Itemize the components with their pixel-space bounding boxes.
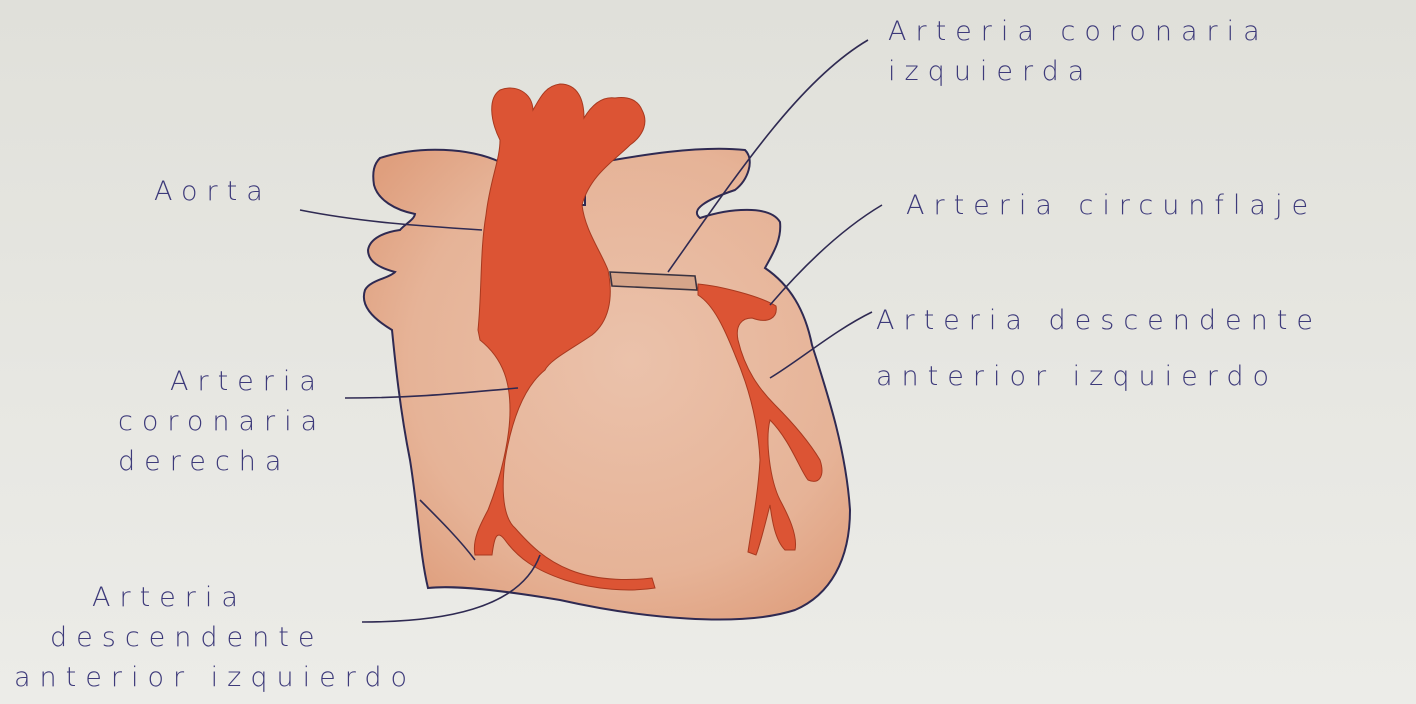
- label-aorta: Aorta: [154, 172, 272, 212]
- label-arteria-descendente-anterior-right: Arteria descendente anterior izquierdo: [876, 288, 1322, 410]
- label-line-1: Arteria: [14, 578, 416, 618]
- heart-body: [364, 149, 850, 620]
- label-arteria-descendente-anterior-left: Arteria descendente anterior izquierdo: [14, 578, 416, 698]
- left-coronary-trunk: [610, 272, 697, 290]
- label-aorta-text: Aorta: [154, 172, 272, 212]
- label-line-2: descendente: [14, 618, 416, 658]
- label-line-2: anterior izquierdo: [876, 344, 1322, 410]
- label-line-2: coronaria: [118, 402, 326, 442]
- label-arteria-coronaria-derecha: Arteria coronaria derecha: [118, 362, 326, 482]
- label-arteria-circunflaje: Arteria circunflaje: [906, 186, 1317, 226]
- label-line-1: Arteria: [118, 362, 326, 402]
- label-circunflaje-text: Arteria circunflaje: [906, 186, 1317, 226]
- label-line-3: anterior izquierdo: [14, 658, 416, 698]
- label-line-3: derecha: [118, 442, 326, 482]
- label-arteria-coronaria-izquierda: Arteria coronaria izquierda: [888, 12, 1269, 92]
- label-line-2: izquierda: [888, 52, 1269, 92]
- label-line-1: Arteria coronaria: [888, 12, 1269, 52]
